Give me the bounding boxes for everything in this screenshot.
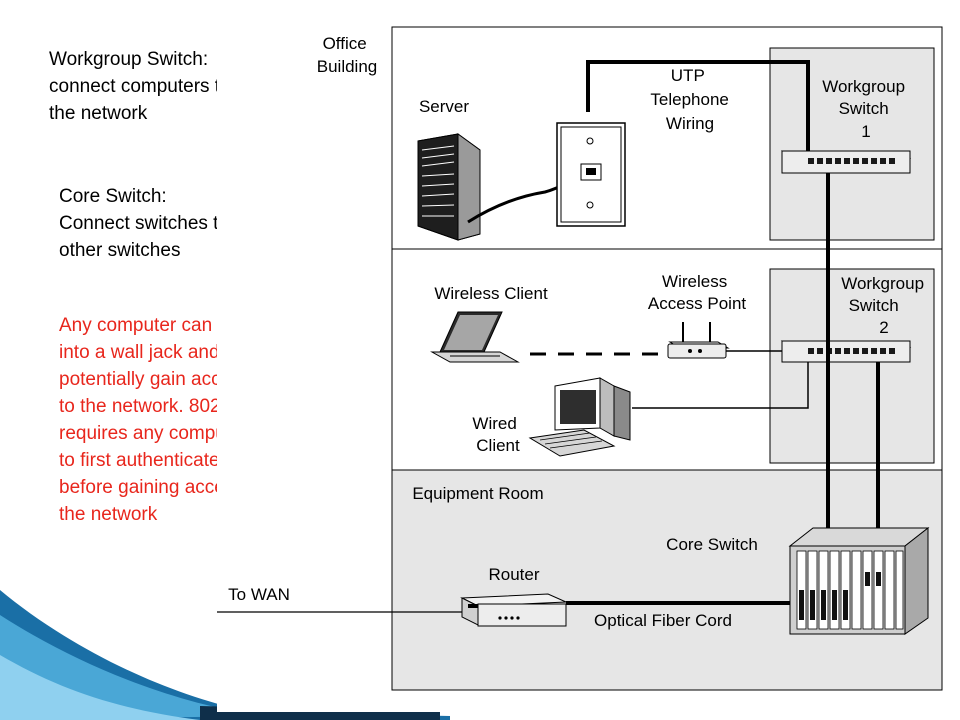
- utp-cable: [586, 60, 810, 152]
- wired-client-cable: [632, 362, 809, 409]
- wiring-closet-2: [769, 268, 935, 464]
- workgroup-switch-2-icon: [780, 340, 912, 363]
- wireless-access-point-label: Wireless Access Point: [648, 272, 747, 313]
- workgroup-switch-1-icon: [780, 150, 912, 174]
- laptop-icon: [430, 311, 520, 363]
- wireless-access-point-icon: [667, 322, 730, 359]
- core-switch-label: Core Switch: [666, 535, 758, 554]
- workgroup-switch-note: Workgroup Switch: connect computers to t…: [49, 49, 231, 124]
- wireless-client-label: Wireless Client: [434, 284, 548, 303]
- router-icon: [460, 593, 567, 627]
- server-icon: [417, 133, 481, 241]
- desktop-computer-icon: [528, 377, 631, 457]
- workgroup-switch-2-label: Workgroup Switch 2: [841, 274, 929, 337]
- optical-fiber-cord-label: Optical Fiber Cord: [594, 611, 732, 630]
- core-switch-icon: [788, 526, 930, 635]
- workgroup-switch-1-label: Workgroup Switch 1: [822, 77, 910, 141]
- router-label: Router: [488, 565, 539, 584]
- wiring-closet-1: [769, 47, 935, 241]
- wall-jack-icon: [556, 122, 626, 227]
- utp-wiring-label: UTP Telephone Wiring: [650, 66, 733, 133]
- equipment-room-label: Equipment Room: [412, 484, 543, 503]
- authentication-warning-note: Any computer can plug into a wall jack a…: [59, 315, 265, 525]
- wired-client-label: Wired Client: [472, 414, 521, 455]
- server-label: Server: [419, 97, 469, 116]
- to-wan-label: To WAN: [228, 585, 290, 604]
- office-building-label: Office Building: [317, 34, 378, 76]
